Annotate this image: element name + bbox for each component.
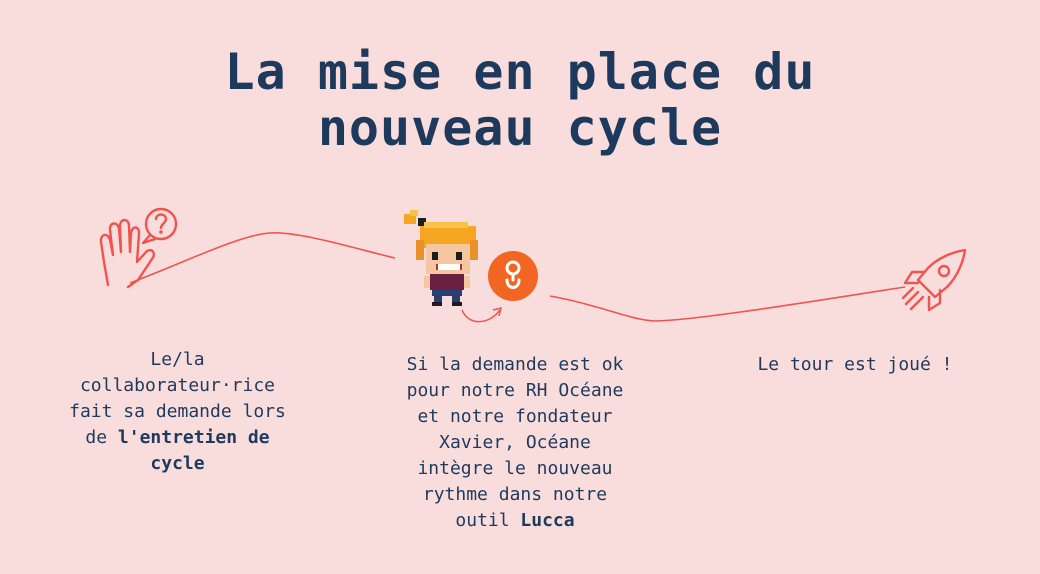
- title-line-1: La mise en place du: [224, 43, 816, 101]
- raised-hand-question-icon: [99, 207, 178, 289]
- step-2-text-part: outil: [455, 510, 521, 531]
- step-2-bold: Lucca: [520, 510, 575, 531]
- lucca-badge-icon: [488, 251, 538, 301]
- step-1-line: cycle: [40, 451, 315, 477]
- step-2-text: Si la demande est ok pour notre RH Océan…: [370, 352, 660, 534]
- step-2-line: pour notre RH Océane: [406, 380, 624, 401]
- step-2-line: intègre le nouveau: [417, 458, 613, 479]
- step-1-line: collaborateur·rice: [79, 375, 276, 396]
- step-2-line: outil Lucca: [370, 508, 660, 534]
- step-2-line: rythme dans notre: [422, 484, 608, 505]
- step-2-line: Si la demande est ok: [406, 354, 624, 375]
- arrow-head-icon: [492, 306, 503, 317]
- step-1-bold: cycle: [150, 453, 205, 474]
- step-1-text-part: de: [85, 427, 118, 448]
- step-1-line: fait sa demande lors: [69, 401, 286, 422]
- title-line-2: nouveau cycle: [317, 99, 723, 157]
- pixel-character-icon: [404, 210, 478, 306]
- step-1-line: de l'entretien de: [40, 425, 315, 451]
- step-1-text: Le/la collaborateur·rice fait sa demande…: [40, 347, 315, 477]
- page-title: La mise en place du nouveau cycle: [0, 44, 1040, 156]
- step-3-text: Le tour est joué !: [700, 352, 1010, 378]
- step-1-line: Le/la: [150, 349, 205, 370]
- flow-line: [129, 232, 396, 284]
- curved-arrow-icon: [461, 309, 501, 323]
- step-2-line: Xavier, Océane: [439, 432, 591, 453]
- step-2-line: et notre fondateur: [417, 406, 613, 427]
- rocket-icon: [901, 248, 967, 312]
- step-3-line: Le tour est joué !: [757, 354, 953, 375]
- step-1-bold: l'entretien de: [117, 427, 270, 448]
- flow-line: [549, 286, 906, 322]
